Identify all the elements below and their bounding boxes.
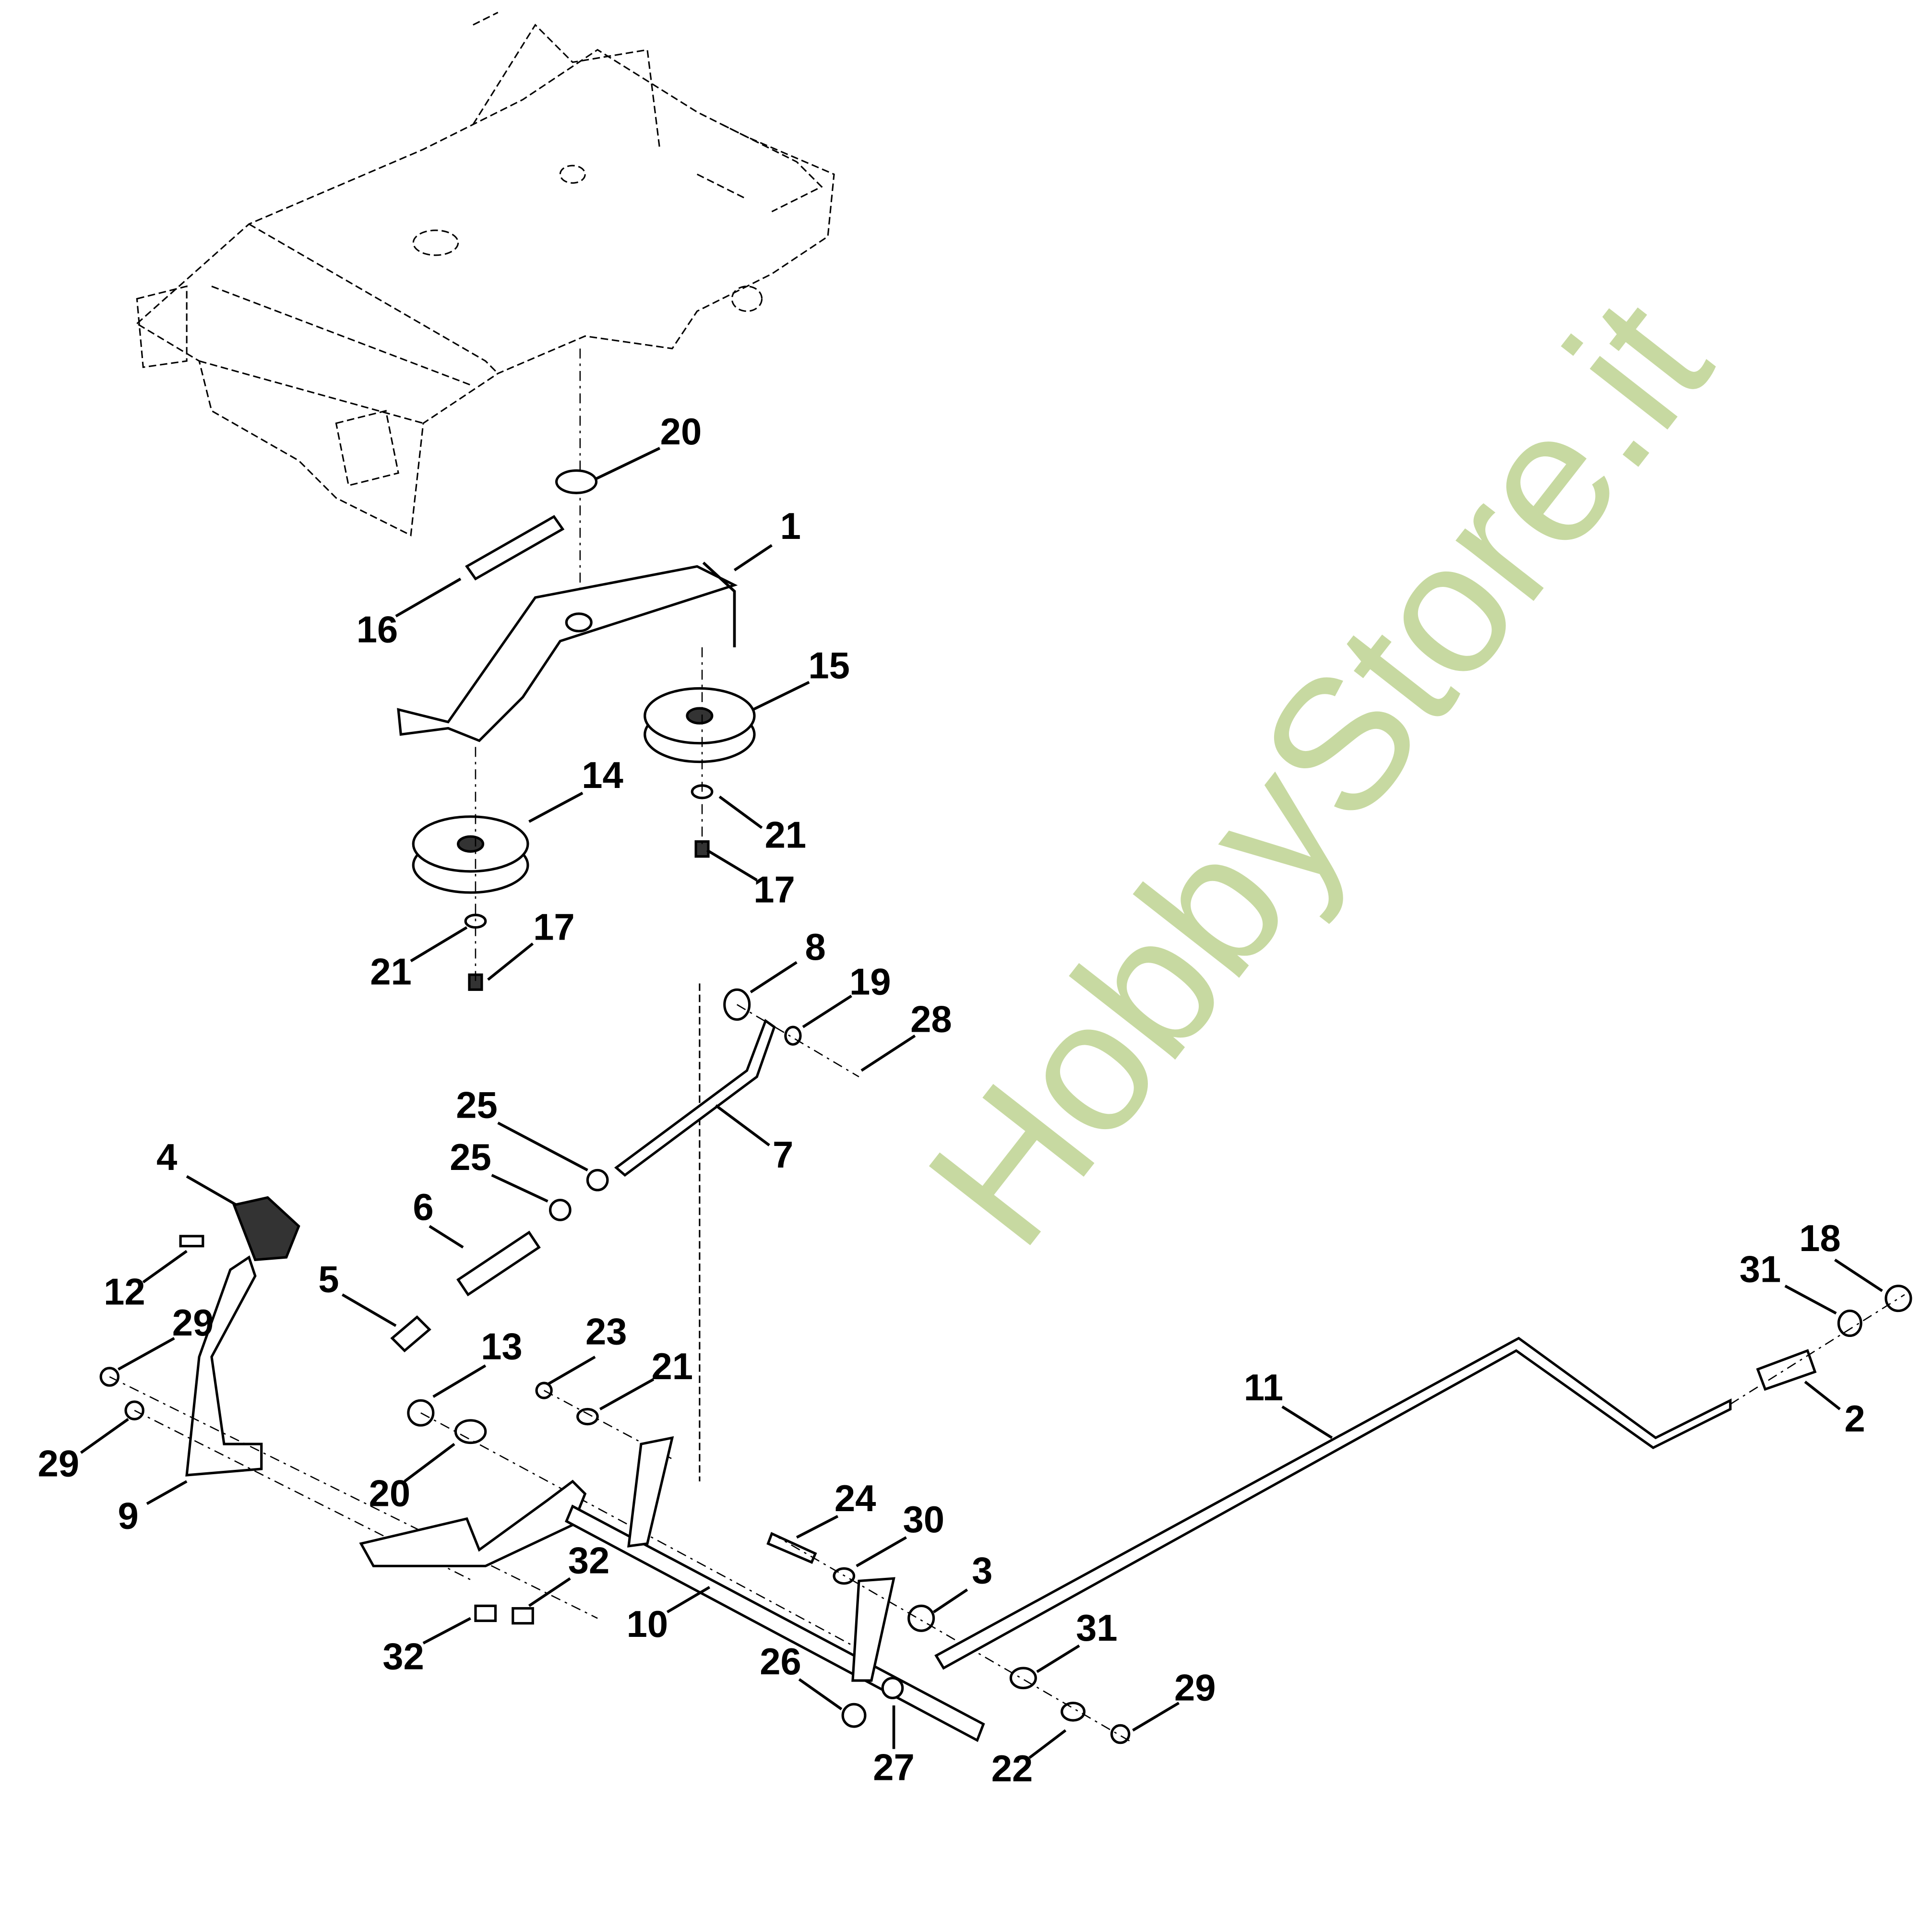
callout-20: 20	[660, 411, 702, 453]
callout-24: 24	[835, 1478, 876, 1519]
callout-14: 14	[582, 755, 623, 796]
callout-1: 1	[780, 506, 801, 547]
callout-30: 30	[903, 1499, 945, 1540]
callout-11: 11	[1244, 1367, 1283, 1408]
callout-26: 26	[760, 1641, 801, 1682]
rod-7	[614, 1019, 776, 1177]
idler-arm-1	[397, 565, 738, 742]
callout-16: 16	[357, 609, 398, 650]
washer-19	[784, 1026, 802, 1046]
callout-12: 12	[104, 1271, 145, 1312]
callout-2: 2	[1845, 1398, 1865, 1440]
leader-lines	[80, 447, 1883, 1759]
callout-27: 27	[873, 1747, 915, 1788]
callout-17: 17	[753, 870, 795, 911]
bracket-plate	[359, 1479, 587, 1567]
callout-10: 10	[627, 1604, 668, 1645]
callout-29: 29	[1174, 1667, 1216, 1708]
callout-23: 23	[585, 1311, 627, 1352]
spring-6	[456, 1230, 541, 1297]
callout-21: 21	[652, 1346, 693, 1387]
callout-7: 7	[773, 1134, 793, 1176]
callout-9: 9	[118, 1495, 139, 1537]
callout-29: 29	[38, 1443, 80, 1484]
callout-22: 22	[991, 1748, 1033, 1789]
shaft-10	[565, 1504, 985, 1742]
callout-29: 29	[172, 1302, 214, 1344]
spring-16	[465, 515, 565, 581]
callout-labels: 20 1 16 15 14 21 17 17 21 8 19 28 25 7 4…	[38, 411, 1865, 1789]
callout-28: 28	[910, 999, 952, 1040]
callout-18: 18	[1799, 1218, 1841, 1259]
callout-8: 8	[805, 927, 825, 968]
callout-13: 13	[481, 1326, 523, 1368]
callout-25: 25	[450, 1137, 491, 1178]
callout-32: 32	[568, 1540, 610, 1582]
callout-4: 4	[156, 1137, 177, 1178]
callout-3: 3	[972, 1550, 992, 1591]
rod-11	[934, 1336, 1732, 1670]
callout-15: 15	[808, 645, 850, 687]
callout-31: 31	[1740, 1249, 1781, 1290]
callout-21: 21	[370, 952, 412, 993]
pin-5	[390, 1315, 431, 1353]
callout-20: 20	[369, 1473, 411, 1515]
pulley-15	[644, 687, 756, 763]
parts	[99, 469, 1912, 1744]
pedal-9	[185, 1255, 263, 1477]
callout-21: 21	[765, 814, 807, 856]
callout-25: 25	[456, 1085, 498, 1126]
callout-31: 31	[1076, 1608, 1118, 1649]
watermark: HobbyStore.it	[888, 262, 1750, 1282]
callout-5: 5	[318, 1259, 339, 1300]
pulley-14	[412, 815, 529, 894]
chassis-frame	[135, 12, 835, 1481]
callout-32: 32	[382, 1636, 424, 1677]
callout-19: 19	[849, 961, 891, 1002]
callout-6: 6	[413, 1187, 433, 1228]
pedal-pad-4	[232, 1196, 300, 1261]
washer-20	[555, 469, 598, 494]
callout-17: 17	[533, 906, 575, 948]
